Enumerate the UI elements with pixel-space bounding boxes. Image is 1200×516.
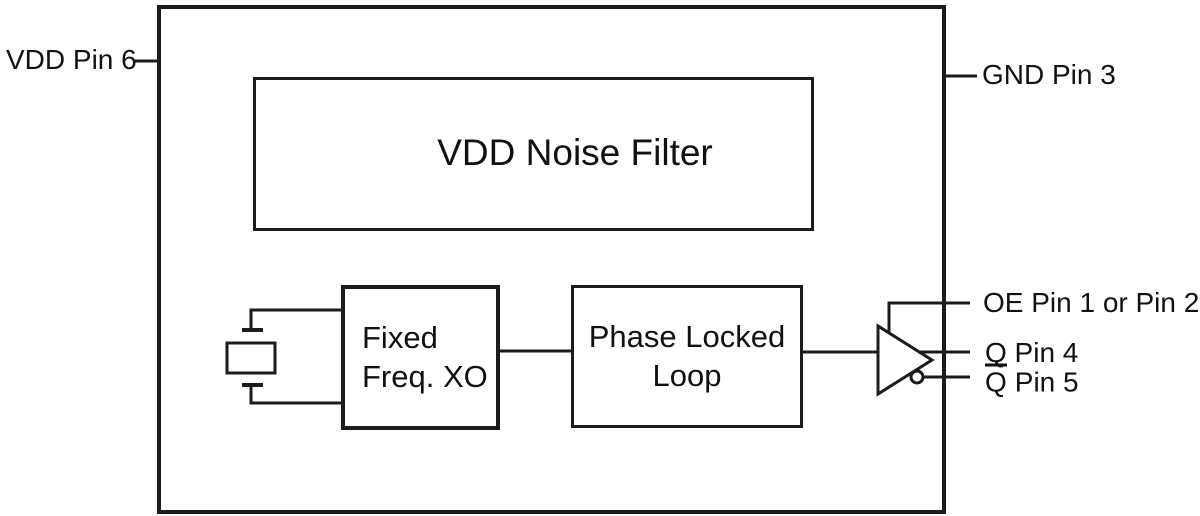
vdd-noise-filter-label: VDD Noise Filter <box>437 132 713 173</box>
qbar-pin-label-rest: Pin 5 <box>1014 366 1079 398</box>
phase-locked-loop-label-line1: Phase Locked <box>588 319 786 354</box>
inversion-bubble <box>909 369 925 385</box>
q-pin-label: Q Pin 4 <box>985 337 1079 368</box>
oe-pin-label: OE Pin 1 or Pin 2 <box>983 287 1200 318</box>
crystal-top-wire <box>249 308 342 328</box>
fixed-freq-xo-box <box>341 285 500 430</box>
device-boundary-box <box>157 5 946 514</box>
oe-wire <box>887 301 970 336</box>
fixed-freq-xo-label: Fixed Freq. XO <box>362 318 488 396</box>
fixed-freq-xo-label-line2: Freq. XO <box>362 359 488 394</box>
fixed-freq-xo-label-line1: Fixed <box>362 320 438 355</box>
qbar-overlined-letter: Q <box>985 363 1007 397</box>
crystal-bottom-wire <box>249 387 342 405</box>
phase-locked-loop-label-line2: Loop <box>652 358 722 393</box>
phase-locked-loop-box <box>571 285 803 428</box>
phase-locked-loop-label: Phase Locked Loop <box>589 317 785 395</box>
crystal-body <box>225 341 277 375</box>
gnd-pin-label: GND Pin 3 <box>982 59 1116 90</box>
vdd-pin-label: VDD Pin 6 <box>6 44 137 75</box>
vdd-noise-filter-box <box>253 77 814 231</box>
output-buffer-triangle <box>876 323 935 397</box>
